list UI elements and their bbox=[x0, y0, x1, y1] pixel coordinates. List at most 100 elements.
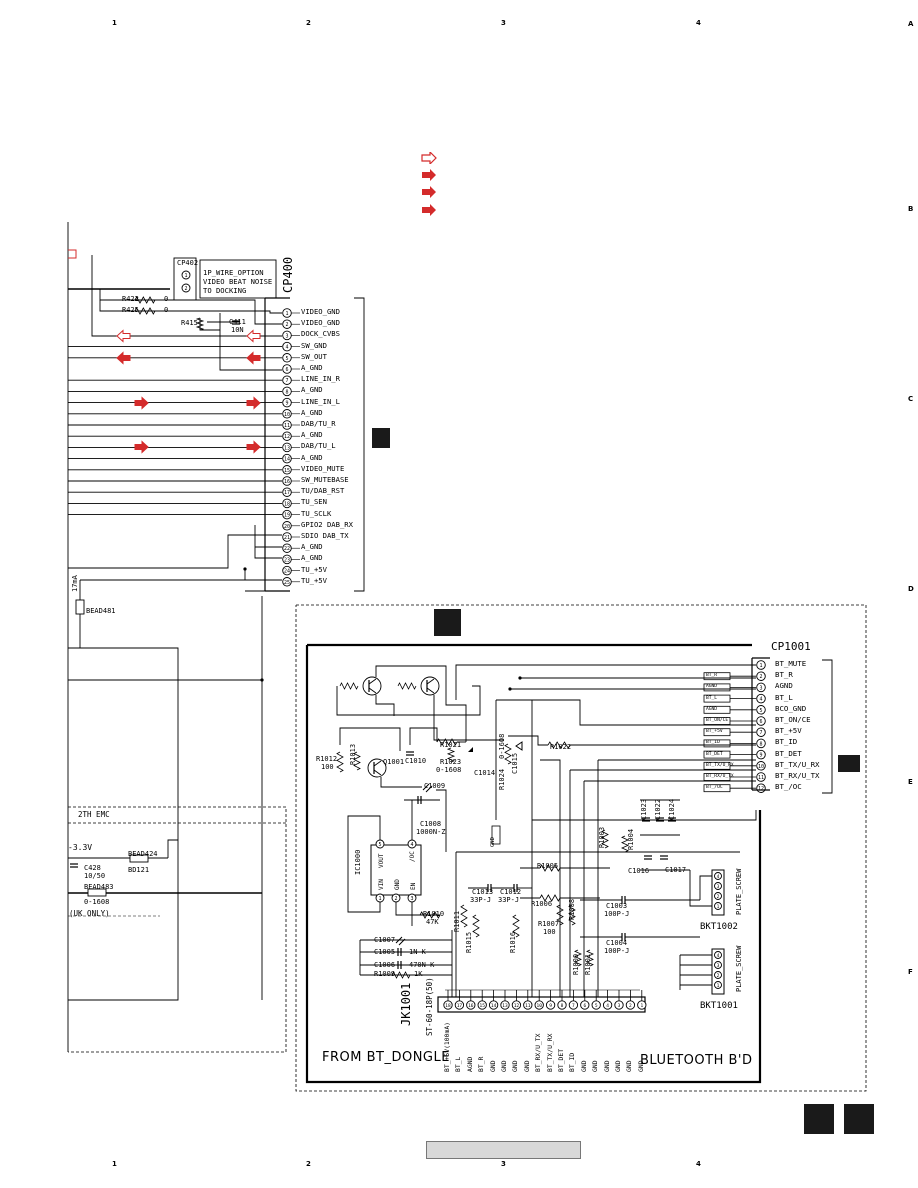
bkt1001-pin-number: 2 bbox=[717, 973, 720, 979]
q1001-wire bbox=[380, 777, 422, 788]
jk1001-pin-name: GND bbox=[522, 1060, 531, 1072]
jk1001-pin-number: 3 bbox=[618, 1003, 621, 1009]
jk1001-pin-number: 1 bbox=[640, 1003, 643, 1009]
cp1001-flag-label: BT_R bbox=[706, 673, 718, 679]
ic-pin-en: EN bbox=[410, 882, 417, 890]
c1007-ref: C1007 bbox=[374, 936, 396, 944]
r425-resistor bbox=[134, 307, 156, 315]
side-letter-a: A bbox=[908, 20, 914, 28]
line-in-l-arrow-right-icon bbox=[246, 396, 261, 410]
line-in-l-arrow-left-icon bbox=[134, 396, 149, 410]
cp400-pin-name: A_GND bbox=[301, 452, 323, 462]
transistor-q1001-collector bbox=[373, 760, 382, 767]
dab-tu-l-arrow-left-icon bbox=[134, 440, 149, 454]
c1016-ref: C1016 bbox=[628, 867, 650, 875]
cp1001-flag-label: BT_ON/CE bbox=[706, 718, 729, 723]
cp400-pin-number: 2 bbox=[285, 322, 288, 328]
dock-cvbs-arrow-right-icon bbox=[246, 329, 261, 343]
cp402-pin bbox=[181, 270, 191, 280]
jk1001-pin-name: GND bbox=[488, 1060, 497, 1072]
cp402-pin-number: 2 bbox=[184, 286, 187, 292]
cp1001-pin-circle bbox=[756, 738, 766, 749]
c1003-value: 100P-J bbox=[604, 910, 630, 918]
jk1001-pin-name: BT_TX/U_RX bbox=[545, 1033, 554, 1072]
emc-dashed-box bbox=[68, 806, 287, 1053]
bt-mute-wire bbox=[455, 664, 756, 700]
cp400-bracket bbox=[354, 297, 365, 592]
cp400-pin-name: DAB/TU_L bbox=[301, 441, 336, 451]
transistor-wire bbox=[375, 665, 467, 742]
edge-number-bottom-1: 1 bbox=[112, 1160, 117, 1168]
r1022-resistor bbox=[547, 741, 571, 749]
q1001-wire bbox=[409, 727, 438, 745]
bkt1002-pin bbox=[714, 872, 722, 880]
r1000-resistor bbox=[574, 949, 582, 967]
ic-pin-number: 3 bbox=[410, 896, 413, 902]
transistor-left-emitter bbox=[368, 687, 377, 694]
cp400-pin-number: 7 bbox=[285, 378, 288, 384]
cp1001-flag-label: BT_/OC bbox=[706, 785, 723, 791]
bkt1002-body bbox=[711, 869, 725, 916]
jk1001-pin-number: 7 bbox=[572, 1003, 575, 1009]
cp400-pin-number: 8 bbox=[285, 389, 288, 395]
cp1001-pin-circle bbox=[756, 761, 766, 771]
cp1001-pin-circle bbox=[756, 705, 766, 715]
cp1001-pin-circle bbox=[756, 716, 766, 726]
r1012-value: 100 bbox=[321, 763, 334, 771]
bt-board-dashed-box bbox=[295, 604, 867, 1092]
legend-arrow-red-3-icon bbox=[422, 204, 436, 216]
cp400-pin-name: SW_GND bbox=[301, 340, 327, 350]
bkt1001-pin-number: 1 bbox=[717, 983, 720, 989]
r1005-ref: R1005 bbox=[537, 862, 559, 870]
cp1001-pin-number: 1 bbox=[759, 663, 762, 669]
emc-wire bbox=[167, 839, 178, 858]
r1013-ref: R1013 bbox=[349, 743, 357, 765]
r415-ref: R415 bbox=[181, 319, 198, 327]
bead483-body bbox=[87, 888, 107, 897]
cp1001-flag-label: AGND bbox=[706, 684, 718, 690]
cp1001-flag-label: BT_RX/U_TX bbox=[706, 774, 734, 779]
block-marker-upper bbox=[372, 428, 390, 448]
transistor-wire bbox=[336, 685, 481, 716]
r415-resistor bbox=[195, 317, 205, 331]
r1022-wire bbox=[508, 735, 548, 746]
block-marker-right bbox=[838, 755, 860, 772]
sw-out-arrow-right-icon bbox=[246, 351, 261, 365]
dab-tx-wire bbox=[68, 534, 282, 569]
side-letter-d: D bbox=[908, 585, 914, 593]
legend-arrow-red-1-icon bbox=[422, 169, 436, 181]
cp1001-pin-number: 5 bbox=[759, 708, 762, 714]
cp400-pin-name: SW_OUT bbox=[301, 351, 327, 361]
c1009-symbol-icon bbox=[422, 783, 433, 793]
bkt1001-pin bbox=[714, 971, 722, 979]
cp1001-pin-number: 12 bbox=[758, 786, 764, 792]
r1010-value: 47K bbox=[426, 918, 439, 926]
cp400-pin-number: 3 bbox=[285, 333, 288, 339]
bkt1002-pin bbox=[714, 892, 722, 900]
cp400-pin-number: 1 bbox=[285, 311, 288, 317]
bead483-ref: BEAD483 bbox=[84, 883, 114, 891]
r1007-ref: R1007 bbox=[538, 920, 560, 928]
ic-pin-vin: VIN bbox=[378, 879, 385, 890]
r415-wire bbox=[199, 313, 221, 331]
legend-arrow-outline-icon bbox=[421, 152, 437, 164]
c1013-value: 33P-J bbox=[470, 896, 492, 904]
cp400-pin-name: TU_SCLK bbox=[301, 508, 332, 518]
r1009-resistor bbox=[391, 971, 411, 979]
bt-id-wire bbox=[540, 759, 561, 1000]
cp1001-flag-label: BT_L bbox=[706, 695, 718, 701]
bkt1001-ref: BKT1001 bbox=[700, 1001, 738, 1011]
jk1001-pin-name: BT_DET bbox=[557, 1048, 565, 1072]
cp400-pin-name: A_GND bbox=[301, 407, 323, 417]
jk1001-pin-name: GND bbox=[579, 1060, 588, 1072]
r1004-resistor bbox=[621, 835, 629, 853]
r1015-ref: R1015 bbox=[465, 931, 473, 953]
r1009-ref: R1009 bbox=[374, 970, 396, 978]
offpage-marker-icon bbox=[68, 249, 77, 259]
cp402-note-1: 1P_WIRE_OPTION bbox=[203, 268, 264, 277]
cp1001-pin-name: AGND bbox=[775, 681, 793, 691]
r1008-ref: R1008 bbox=[568, 898, 576, 920]
cp1001-pin-number: 3 bbox=[759, 685, 762, 691]
